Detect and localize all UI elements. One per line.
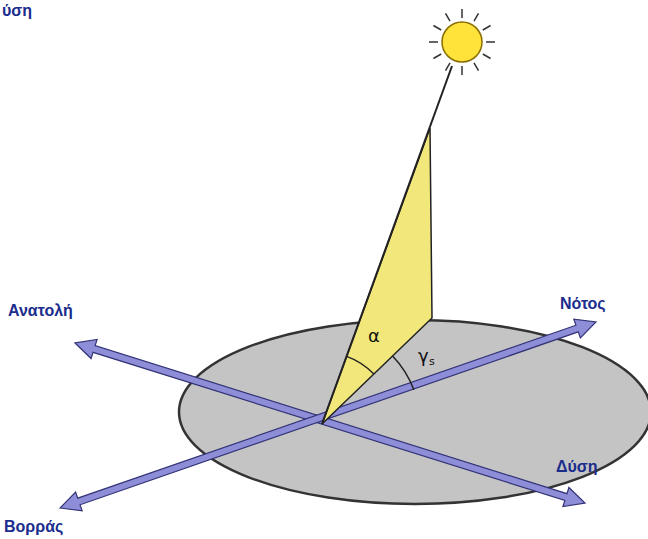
azimuth-arc: [393, 356, 414, 390]
sun-ray-stroke: [433, 26, 441, 31]
south-label: Νότος: [560, 295, 606, 313]
sun-ray-stroke: [446, 63, 451, 71]
altitude-arc: [347, 356, 374, 374]
ground-disc: [179, 320, 648, 504]
west-label: Δύση: [556, 458, 598, 476]
altitude-symbol: α: [368, 326, 380, 346]
sun-ray-stroke: [483, 26, 491, 31]
sun-ray-stroke: [461, 66, 463, 75]
north-label: Βορράς: [4, 518, 63, 536]
sun-icon: [429, 9, 495, 75]
sun-ray: [322, 66, 452, 424]
sun-ray-stroke: [486, 41, 495, 43]
sun-ray-stroke: [433, 54, 441, 59]
sun-ray-stroke: [461, 9, 463, 18]
partial-title: ύση: [2, 2, 32, 20]
azimuth-symbol: γ: [418, 346, 429, 366]
east-label: Ανατολή: [8, 302, 73, 320]
sun-ray-stroke: [483, 54, 491, 59]
sun-ray-stroke: [429, 41, 438, 43]
compass-axis-arrow: [75, 339, 585, 506]
sun-disc: [442, 22, 482, 62]
sun-ray-stroke: [474, 63, 479, 71]
sun-ray-stroke: [474, 13, 479, 21]
sun-ray-stroke: [446, 13, 451, 21]
azimuth-subscript: s: [429, 356, 435, 368]
